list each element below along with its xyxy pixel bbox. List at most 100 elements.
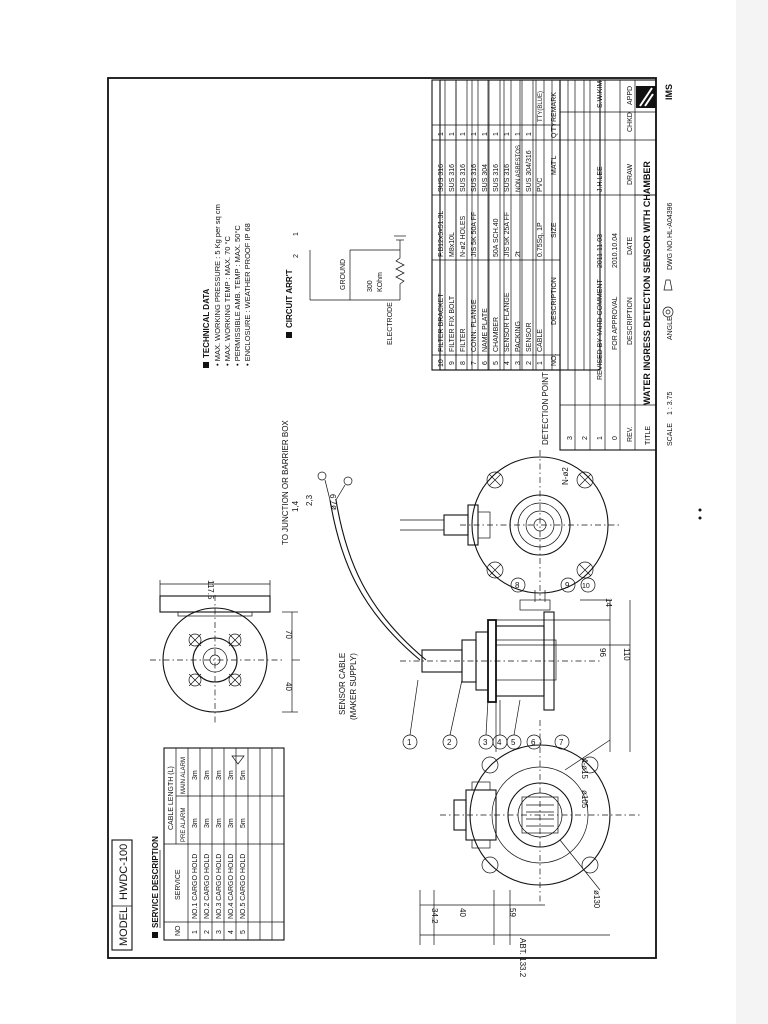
svg-text:SIZE: SIZE	[551, 222, 558, 238]
top-view-flange	[150, 595, 285, 725]
svg-text:9: 9	[449, 361, 456, 365]
dim-70: 70	[284, 630, 293, 639]
service-table: SERVICE DESCRIPTION NO SERVICE CABLE LEN…	[151, 747, 285, 941]
model-label: MODEL	[118, 907, 130, 946]
parts-row: 5 CHAMBER 50A SCH.40 SUS 316 1	[493, 132, 500, 365]
circuit-resistor: 300	[367, 280, 374, 292]
svg-text:NO.5 CARGO HOLD: NO.5 CARGO HOLD	[240, 854, 247, 919]
revision-header: REV. DESCRIPTION DATE DRAW CHKD APPD	[627, 86, 634, 442]
circuit-title: CIRCUIT ARR'T	[285, 269, 294, 328]
svg-text:SUS 304/316: SUS 304/316	[526, 150, 533, 192]
circuit-pin-2: 2	[293, 254, 300, 258]
service-title: SERVICE DESCRIPTION	[151, 836, 160, 928]
svg-text:CHKD: CHKD	[627, 112, 634, 132]
svg-text:3: 3	[567, 436, 574, 440]
svg-text:1: 1	[526, 132, 533, 136]
service-row: 3 NO.3 CARGO HOLD 3m 3m	[216, 770, 223, 934]
svg-text:5: 5	[511, 738, 516, 747]
angle-label: ANGLE	[667, 316, 674, 340]
technical-line: • MAX. WORKING TEMP : MAX. 70 °C	[223, 235, 232, 366]
dim-od: ø130	[592, 890, 601, 909]
dim-110: 110	[622, 648, 631, 661]
dim-40-left: 40	[458, 908, 467, 917]
svg-text:SUS 316: SUS 316	[449, 164, 456, 192]
parts-row: 1 CABLE 0.75Sq, 1P PVC TTY(BLUE)	[537, 91, 544, 365]
cable-label: SENSOR CABLE	[338, 653, 347, 715]
technical-line: • ENCLOSURE : WEATHER PROOF IP 68	[243, 223, 252, 366]
top-dimensions: 117.5 70 40	[159, 580, 300, 713]
svg-text:SUS 316: SUS 316	[504, 164, 511, 192]
svg-text:10: 10	[438, 359, 445, 367]
svg-text:M8x10L: M8x10L	[449, 232, 456, 257]
dim-96: 96	[598, 648, 607, 657]
dim-34-2: 34.2	[430, 908, 439, 924]
svg-text:1: 1	[482, 132, 489, 136]
svg-text:NO.1 CARGO HOLD: NO.1 CARGO HOLD	[192, 854, 199, 919]
dim-59: 59	[508, 908, 517, 917]
dim-14: 14	[604, 598, 613, 607]
model-box: MODEL HWDC-100	[111, 839, 133, 951]
parts-row: 9 FILTER FIX BOLT M8x10L SUS 316 1	[449, 132, 456, 365]
svg-text:10: 10	[582, 583, 590, 590]
svg-text:REMARK: REMARK	[551, 92, 558, 122]
svg-text:7: 7	[471, 361, 478, 365]
revision-row: 0 FOR APPROVAL 2010.10.04	[612, 233, 619, 440]
svg-text:2: 2	[204, 930, 211, 934]
svg-text:NON ASBESTOS: NON ASBESTOS	[516, 145, 522, 192]
svg-text:FILTER FIX BOLT: FILTER FIX BOLT	[449, 295, 456, 352]
svg-text:Q'TY: Q'TY	[551, 122, 558, 138]
svg-text:FOR APPROVAL: FOR APPROVAL	[612, 296, 619, 350]
title-label: TITLE	[645, 426, 652, 445]
circuit-ground: GROUND	[340, 259, 347, 290]
parts-row: 2 SENSOR SUS 304/316 1	[526, 132, 533, 365]
side-dimensions: 96 110 14	[495, 598, 631, 752]
svg-text:3m: 3m	[228, 770, 235, 780]
svg-text:N-ø2 HOLES: N-ø2 HOLES	[460, 215, 467, 257]
svg-text:0.75Sq, 1P: 0.75Sq, 1P	[537, 222, 544, 257]
technical-line: • MAX. WORKING PRESSURE : 5 Kg per sq cm	[213, 204, 222, 366]
svg-text:4: 4	[497, 738, 502, 747]
svg-text:2: 2	[582, 436, 589, 440]
svg-text:NO.: NO.	[551, 354, 558, 367]
circuit-diagram: CIRCUIT ARR'T 1 2 GROUND 300 KOhm ELECTR…	[285, 232, 406, 345]
svg-text:SUS 316: SUS 316	[460, 164, 467, 192]
model-value: HWDC-100	[118, 844, 130, 900]
terminal-label-b: 2,3	[305, 494, 314, 506]
svg-text:SUS 304: SUS 304	[482, 164, 489, 192]
dim-pcd: ø105	[580, 790, 589, 809]
technical-data: TECHNICAL DATA • MAX. WORKING PRESSURE :…	[202, 204, 252, 368]
technical-title: TECHNICAL DATA	[202, 288, 211, 358]
service-header-service: SERVICE	[175, 869, 182, 900]
svg-text:JIS 5K 50A FF: JIS 5K 50A FF	[471, 212, 478, 257]
service-row: 2 NO.2 CARGO HOLD 3m 3m	[204, 770, 211, 934]
svg-text:1: 1	[449, 132, 456, 136]
svg-text:3m: 3m	[204, 818, 211, 828]
svg-text:3: 3	[216, 930, 223, 934]
svg-text:50A SCH.40: 50A SCH.40	[493, 218, 500, 257]
svg-text:6: 6	[482, 361, 489, 365]
parts-row: 8 FILTER N-ø2 HOLES SUS 316 1	[460, 132, 467, 365]
svg-text:J.H.LEE: J.H.LEE	[597, 166, 604, 192]
svg-text:4: 4	[504, 361, 511, 365]
svg-text:TTY(BLUE): TTY(BLUE)	[538, 91, 544, 122]
parts-row: 10 FILTER BRACKET F.B12x5x51.3L SUS 316 …	[438, 132, 445, 367]
dim-40-top: 40	[284, 682, 293, 691]
service-row: 4 NO.4 CARGO HOLD 3m 3m	[228, 770, 235, 934]
service-row: 1 NO.1 CARGO HOLD 3m 3m	[192, 770, 199, 934]
service-header-pre: PRE ALARM	[181, 808, 187, 842]
circuit-electrode: ELECTRODE	[387, 302, 394, 345]
scale-value: 1 : 3.75	[667, 392, 674, 415]
terminal-label-a: 1,4	[291, 500, 300, 512]
svg-text:3m: 3m	[204, 770, 211, 780]
left-dimensions: 34.2 40 59 ABT. 133.2 4-ø15 ø105 ø130	[419, 739, 611, 978]
company-logo-icon: IMS	[636, 84, 674, 108]
company-name: IMS	[664, 84, 674, 100]
svg-text:2: 2	[447, 738, 452, 747]
svg-text:DATE: DATE	[627, 237, 634, 255]
svg-text:1: 1	[460, 132, 467, 136]
svg-text:1: 1	[597, 436, 604, 440]
svg-text:6: 6	[531, 738, 536, 747]
svg-text:3m: 3m	[216, 770, 223, 780]
service-header-main: MAIN ALARM	[181, 757, 187, 794]
svg-text:NAME PLATE: NAME PLATE	[482, 308, 489, 352]
